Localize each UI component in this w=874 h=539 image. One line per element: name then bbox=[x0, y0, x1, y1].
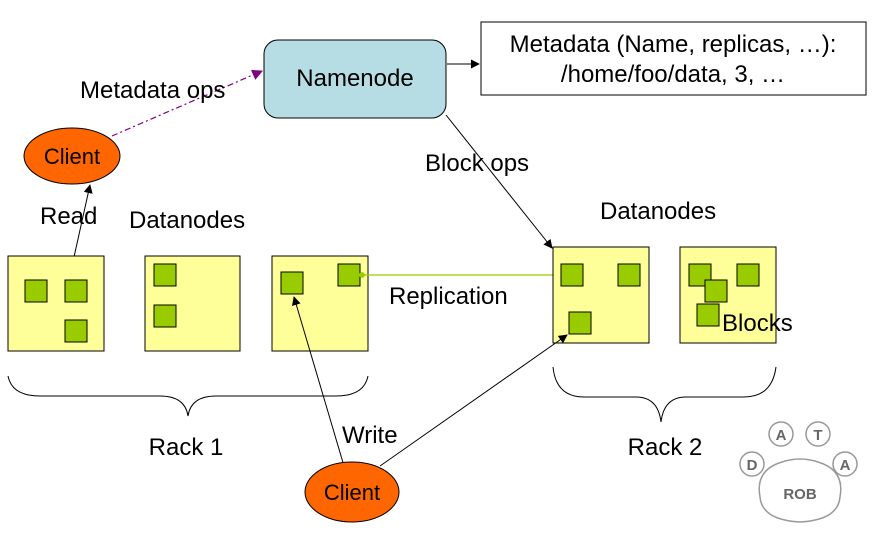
write-arrow-rack2 bbox=[379, 334, 568, 467]
datanode bbox=[144, 255, 241, 352]
rack2-brace bbox=[552, 366, 777, 423]
namenode: Namenode bbox=[263, 39, 447, 119]
block bbox=[24, 279, 48, 303]
client-bottom-label: Client bbox=[324, 480, 380, 505]
block bbox=[568, 311, 592, 335]
rack1-brace bbox=[7, 375, 369, 417]
block bbox=[337, 263, 361, 287]
block bbox=[560, 263, 584, 287]
block bbox=[736, 263, 760, 287]
metadata-box: Metadata (Name, replicas, …): /home/foo/… bbox=[480, 21, 867, 96]
block bbox=[64, 319, 88, 343]
block bbox=[280, 271, 304, 295]
metadata-line-2: /home/foo/data, 3, … bbox=[561, 61, 785, 88]
block bbox=[704, 279, 728, 303]
client-bottom: Client bbox=[304, 461, 400, 523]
logo-letter-t: T bbox=[813, 427, 822, 444]
datanode: Blocks bbox=[679, 246, 793, 344]
block-ops-arrow bbox=[445, 114, 553, 249]
datanodes-rack1-label: Datanodes bbox=[129, 207, 245, 234]
block-ops-label: Block ops bbox=[425, 150, 529, 177]
write-label: Write bbox=[342, 422, 398, 449]
logo-letter-a: A bbox=[776, 427, 787, 444]
block bbox=[696, 303, 720, 327]
rack2-label: Rack 2 bbox=[628, 434, 703, 461]
metadata-ops-label: Metadata ops bbox=[80, 77, 225, 104]
replication-label: Replication bbox=[389, 283, 508, 310]
rack1-label: Rack 1 bbox=[149, 434, 224, 461]
datanode bbox=[7, 255, 105, 352]
namenode-label: Namenode bbox=[296, 65, 413, 92]
logo-letter-a2: A bbox=[840, 457, 851, 474]
write-arrow-rack1 bbox=[291, 296, 345, 467]
data-rob-paw-logo: D A T A ROB bbox=[739, 421, 858, 523]
block bbox=[153, 304, 177, 328]
client-top: Client bbox=[23, 127, 121, 185]
block bbox=[153, 263, 177, 287]
datanode bbox=[271, 255, 369, 352]
metadata-ops-line bbox=[111, 69, 263, 137]
block bbox=[617, 263, 641, 287]
logo-letter-d: D bbox=[747, 457, 758, 474]
read-label: Read bbox=[40, 203, 97, 230]
block bbox=[64, 279, 88, 303]
client-top-label: Client bbox=[44, 144, 100, 169]
datanodes-rack2-label: Datanodes bbox=[600, 198, 716, 225]
logo-name: ROB bbox=[783, 486, 817, 503]
blocks-label: Blocks bbox=[722, 310, 793, 337]
metadata-line-1: Metadata (Name, replicas, …): bbox=[510, 31, 837, 58]
read-arrow bbox=[71, 184, 93, 267]
datanode bbox=[552, 246, 650, 344]
